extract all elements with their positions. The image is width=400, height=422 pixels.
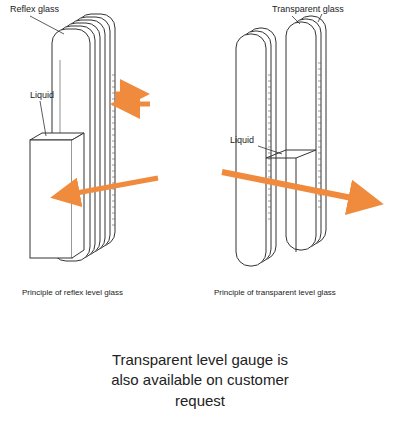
leader-line [292,16,300,24]
part-label: Transparent glass [272,4,344,14]
light-ray [60,94,158,196]
figure-caption: Principle of reflex level glass [22,288,123,297]
part-label: Liquid [30,90,54,100]
part-label: Reflex glass [10,4,59,14]
leader-line [30,16,64,34]
leader-line [258,146,282,154]
caption: Transparent level gauge is also availabl… [100,350,300,411]
light-ray [222,172,372,202]
figure-caption: Principle of transparent level glass [214,288,336,297]
leader-line [318,14,322,22]
liquid-block [266,150,316,252]
leader-line [40,101,46,136]
part-label: Liquid [230,135,254,145]
